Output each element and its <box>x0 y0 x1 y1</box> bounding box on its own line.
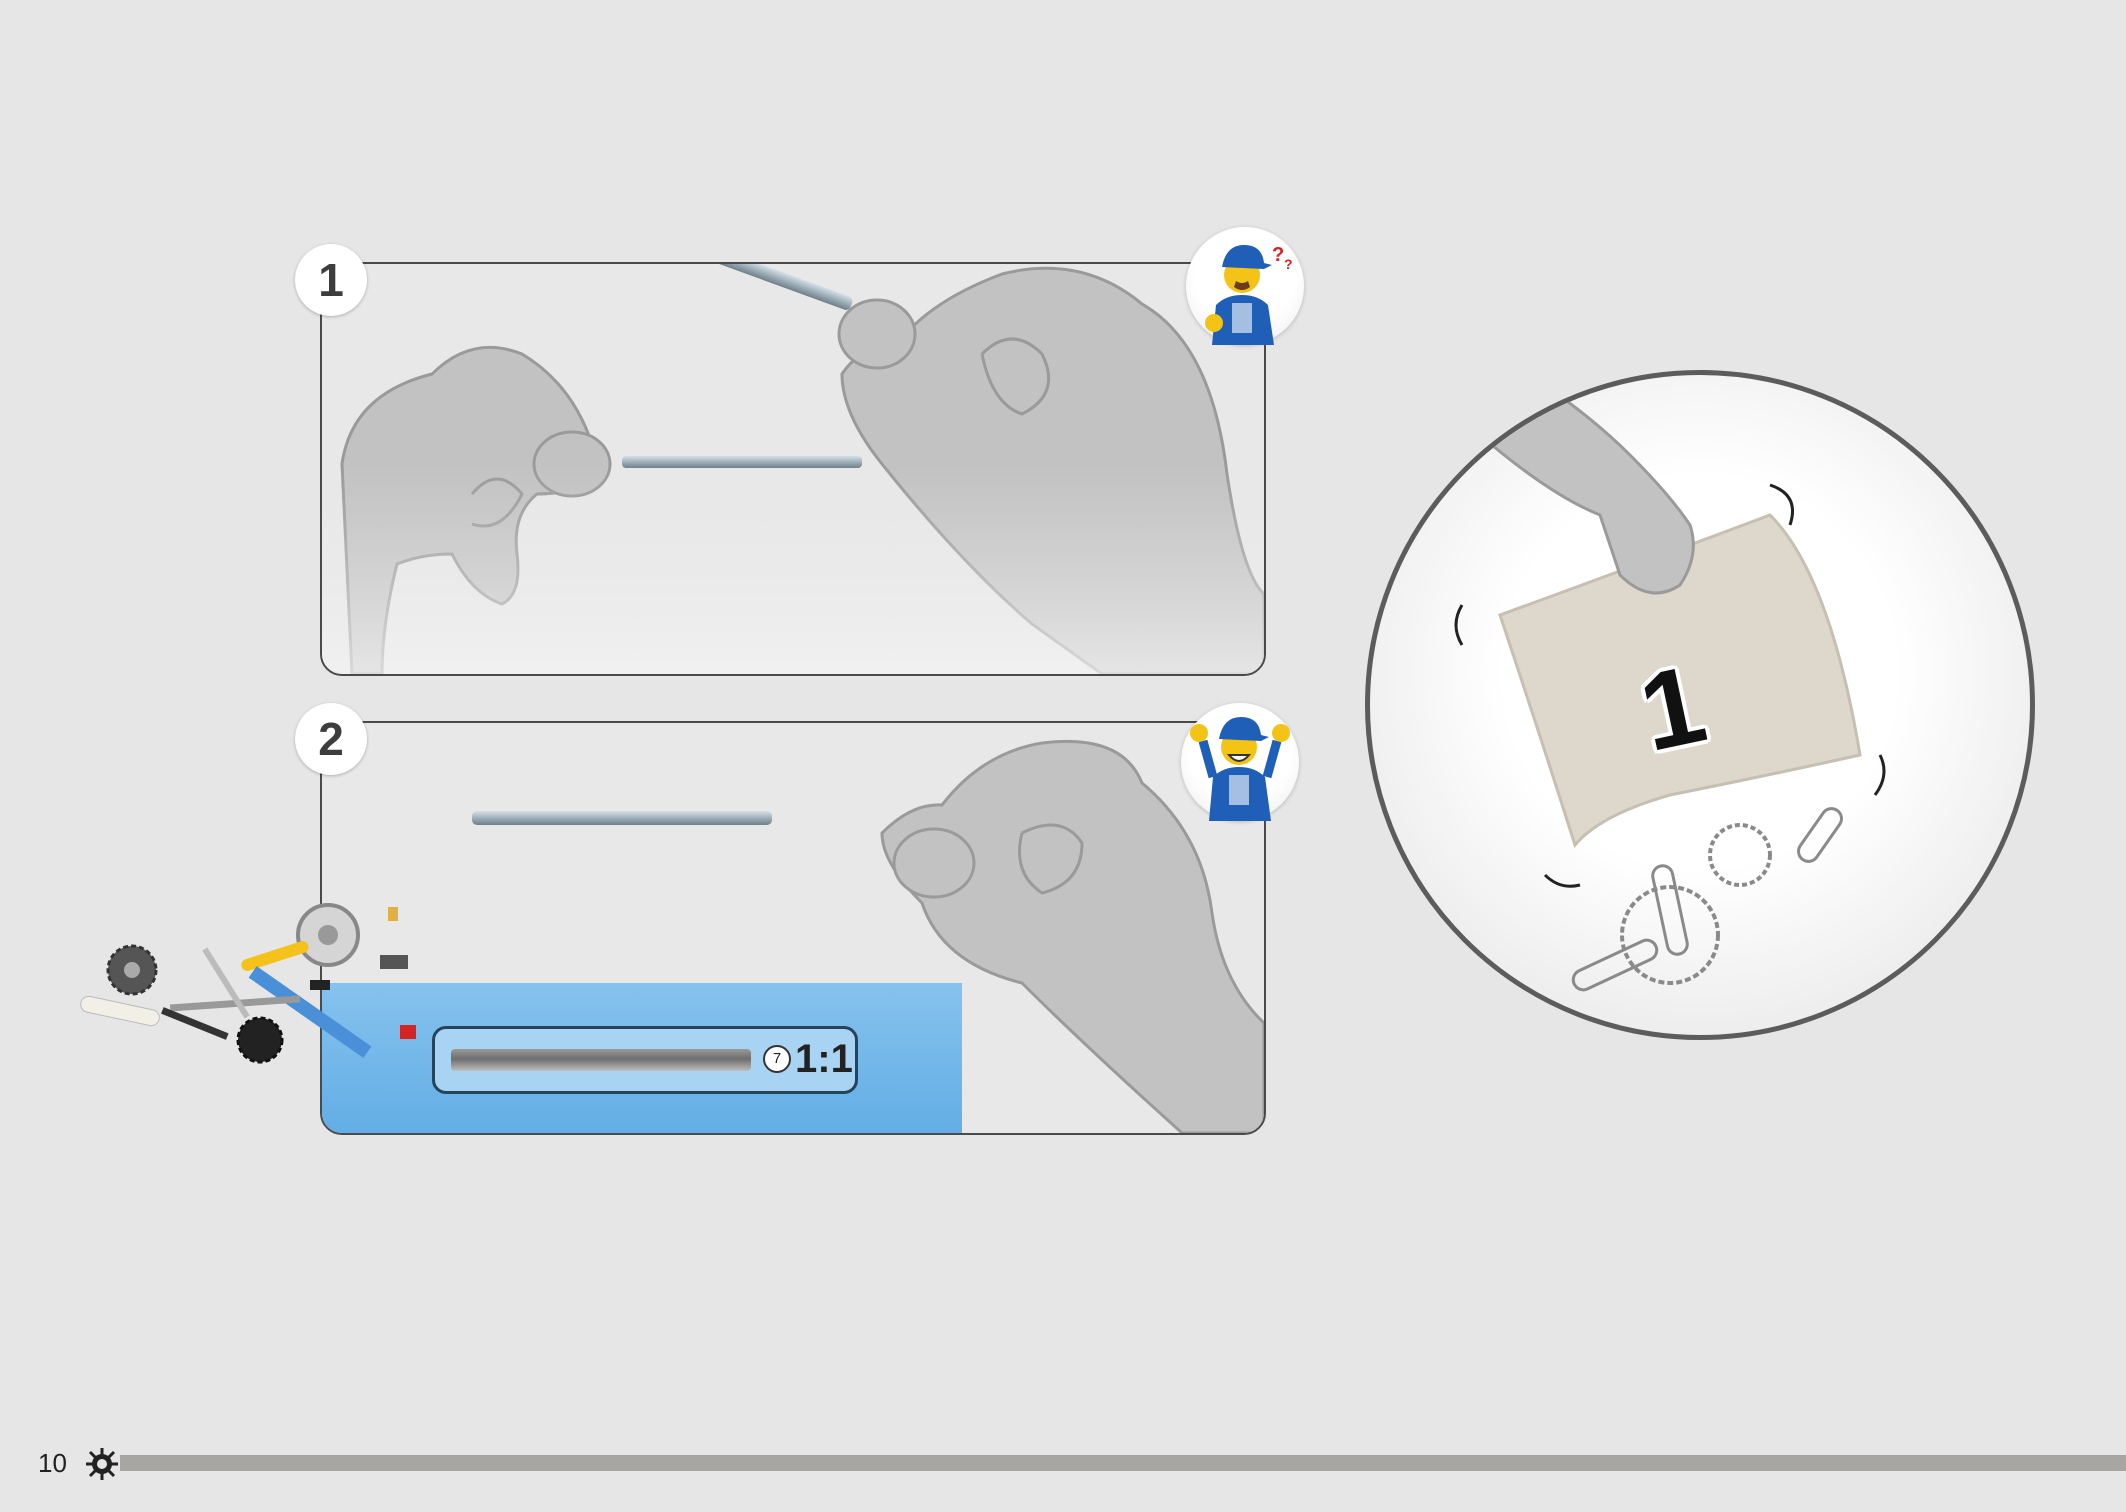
axle-length-indicator: 7 <box>763 1045 791 1073</box>
page-number: 10 <box>38 1448 67 1478</box>
axle-being-measured <box>472 811 772 825</box>
step-1-panel <box>320 262 1266 676</box>
bag-illustration <box>1454 375 1886 992</box>
step-2-panel: 7 1:1 <box>320 721 1266 1135</box>
parts-bag <box>1498 513 1862 849</box>
step-number-badge-1: 1 <box>295 244 367 316</box>
footer-progress-bar <box>120 1455 2126 1471</box>
black-gear-part <box>236 1016 284 1064</box>
one-to-one-measuring-guide: 7 1:1 <box>432 1026 858 1094</box>
svg-text:?: ? <box>1284 256 1293 272</box>
loose-parts-pile <box>80 903 416 1064</box>
step-1-hands-illustration <box>322 264 1264 674</box>
gear-icon <box>86 1448 118 1480</box>
bag-number-zoom: 1 <box>1365 370 2035 1040</box>
scale-label: 1:1 <box>795 1037 853 1081</box>
step-number-badge-2: 2 <box>295 703 367 775</box>
svg-text:?: ? <box>1272 244 1284 266</box>
happy-minifigure-icon <box>1181 703 1299 821</box>
step-2-hand-illustration <box>472 739 1264 1133</box>
confused-minifigure-icon: ? ? <box>1186 227 1304 345</box>
long-axle <box>634 264 853 310</box>
axle-silhouette <box>451 1049 751 1071</box>
